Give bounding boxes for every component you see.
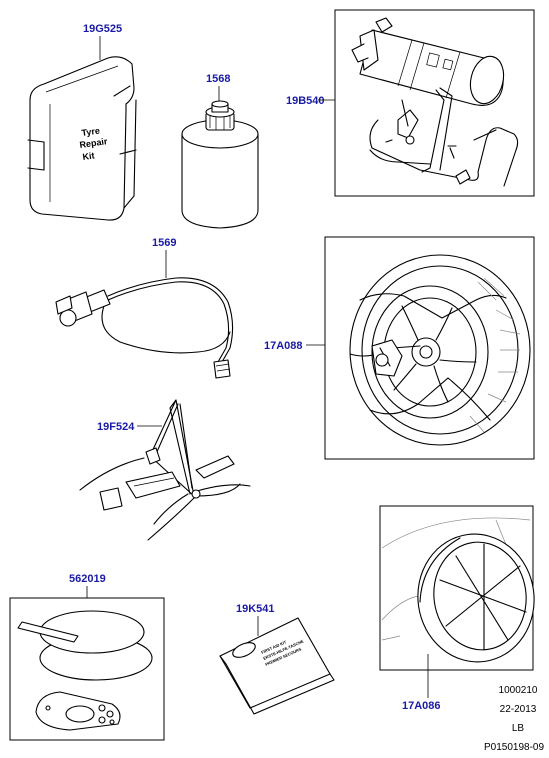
covers-remote-panel: 562019: [9, 573, 165, 741]
wheel-cover-panel: 17A086: [379, 505, 535, 712]
ref-region: LB: [512, 723, 525, 734]
callout-562019: 562019: [69, 573, 106, 585]
ref-date: 22-2013: [500, 704, 537, 715]
case-label-line1: Tyre: [81, 126, 101, 138]
case-label-line3: Kit: [82, 150, 95, 162]
ref-illustration-id: P0150198-09: [484, 742, 544, 753]
case-label-line2: Repair: [79, 136, 109, 150]
callout-17A088: 17A088: [264, 340, 303, 352]
sealant-bottle: 1568: [181, 73, 259, 229]
inflation-hose: 1569: [55, 237, 234, 379]
reference-block: 1000210 22-2013 LB P0150198-09: [484, 685, 544, 753]
warning-triangle: 19F524: [79, 399, 251, 541]
callout-19K541: 19K541: [236, 603, 275, 615]
callout-19F524: 19F524: [97, 421, 135, 433]
callout-19B540: 19B540: [286, 95, 325, 107]
callout-17A086: 17A086: [402, 700, 441, 712]
snow-chain-panel: 17A088: [264, 236, 535, 460]
callout-1569: 1569: [152, 237, 176, 249]
first-aid-kit: 19K541 FIRST AID KIT ERSTE-HILFE-TASCHE …: [219, 603, 335, 715]
callout-1568: 1568: [206, 73, 230, 85]
tyre-repair-kit-case: 19G525 Tyre Repair Kit: [27, 23, 137, 221]
callout-19G525: 19G525: [83, 23, 122, 35]
compressor-kit-panel: 19B540: [286, 9, 535, 197]
ref-number: 1000210: [499, 685, 538, 696]
